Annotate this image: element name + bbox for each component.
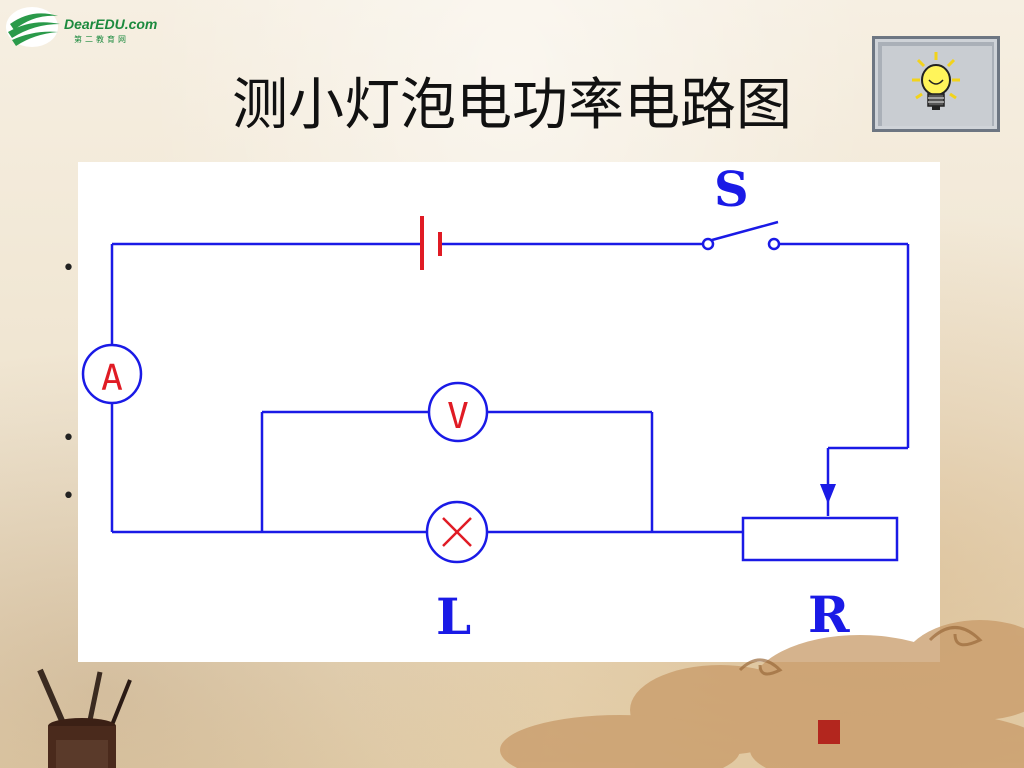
switch-symbol xyxy=(701,220,781,251)
bullet-2: • xyxy=(62,426,75,451)
voltmeter-label: V xyxy=(447,396,469,437)
rheostat-symbol xyxy=(741,484,899,562)
slider-arrow-icon xyxy=(820,484,836,504)
logo-swoosh-icon xyxy=(6,7,60,47)
red-seal-icon xyxy=(818,720,840,744)
lightbulb-icon[interactable] xyxy=(872,36,1000,132)
circuit-diagram: S A V L R xyxy=(81,162,910,646)
ammeter: A xyxy=(81,343,143,405)
voltmeter: V xyxy=(427,381,489,443)
brush-pot-icon xyxy=(37,668,132,768)
lamp-symbol xyxy=(425,500,489,564)
ammeter-label: A xyxy=(101,358,123,399)
logo-brand: DearEDU.com xyxy=(64,16,158,32)
bullet-1: • xyxy=(62,256,75,281)
bullet-3: • xyxy=(62,484,75,509)
decorative-scenery xyxy=(37,620,1024,768)
switch-label: S xyxy=(714,162,749,218)
circuit-diagram-panel: S A V L R xyxy=(78,162,940,662)
logo-subtitle: 第二教育网 xyxy=(74,35,129,44)
lamp-label: L xyxy=(436,587,471,646)
rheostat-label: R xyxy=(808,585,850,644)
page-title: 测小灯泡电功率电路图 xyxy=(232,73,792,138)
circuit-wires xyxy=(110,242,910,534)
battery-symbol xyxy=(420,216,442,270)
cloud-pattern xyxy=(500,620,1024,768)
dearedu-logo: DearEDU.com 第二教育网 xyxy=(4,2,164,52)
